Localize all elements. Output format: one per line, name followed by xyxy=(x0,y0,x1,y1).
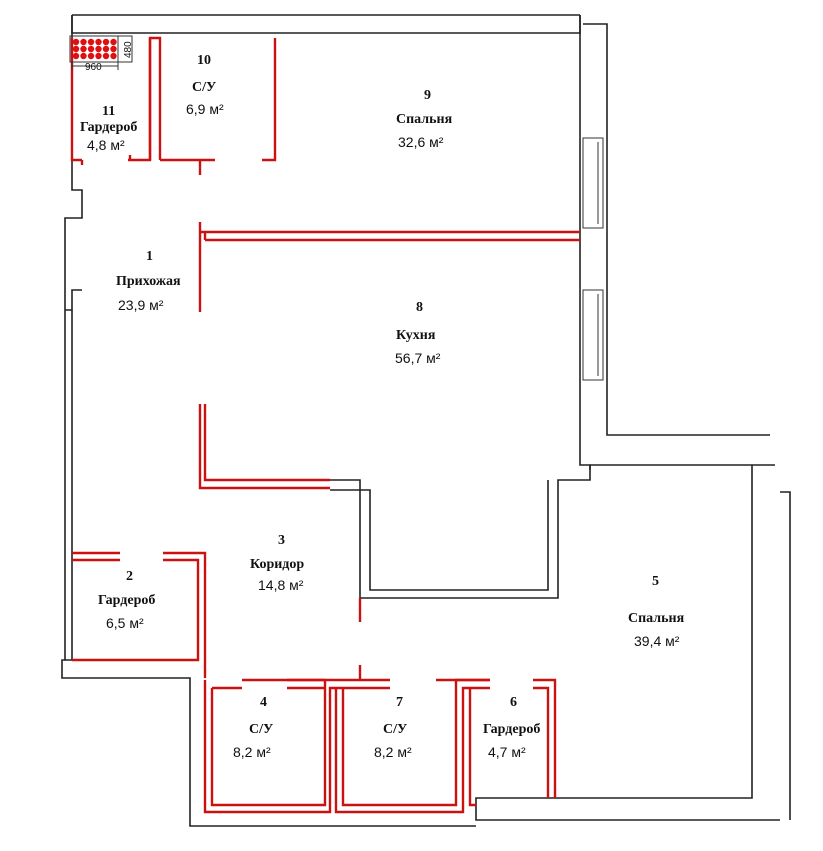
room-10-name: С/У xyxy=(192,80,216,95)
dimension-width-label: 960 xyxy=(85,62,102,73)
room-8-area: 56,7 м² xyxy=(395,350,441,366)
shaft-dot xyxy=(80,45,87,53)
shaft-dot xyxy=(102,45,110,53)
room-5-name: Спальня xyxy=(628,611,685,626)
room-5-area: 39,4 м² xyxy=(634,633,680,649)
shaft-dot xyxy=(80,38,87,46)
room-4-number: 4 xyxy=(260,695,267,710)
room-3-number: 3 xyxy=(278,533,285,548)
room-10-area: 6,9 м² xyxy=(186,101,224,117)
room-1-number: 1 xyxy=(146,249,153,264)
room-9-number: 9 xyxy=(424,88,431,103)
shaft-dot xyxy=(110,38,117,46)
room-6-number: 6 xyxy=(510,695,517,710)
shaft-dot xyxy=(102,38,110,46)
room-1-area: 23,9 м² xyxy=(118,297,164,313)
shaft-dot xyxy=(72,52,80,60)
shaft-dot xyxy=(110,52,117,60)
shaft-dot xyxy=(87,52,95,60)
shaft-dot xyxy=(72,38,80,46)
room-11-area: 4,8 м² xyxy=(87,137,125,153)
room-8-name: Кухня xyxy=(396,328,436,343)
dimension-height-label: 480 xyxy=(123,41,134,58)
room-4-name: С/У xyxy=(249,722,273,737)
room-9-name: Спальня xyxy=(396,112,453,127)
room-2-area: 6,5 м² xyxy=(106,615,144,631)
room-4-area: 8,2 м² xyxy=(233,744,271,760)
room-11-name: Гардероб xyxy=(80,120,137,135)
room-7-name: С/У xyxy=(383,722,407,737)
room-3-name: Коридор xyxy=(250,557,304,572)
shaft-dot xyxy=(95,52,102,60)
room-10-number: 10 xyxy=(197,53,211,68)
room-6-area: 4,7 м² xyxy=(488,744,526,760)
ventilation-shaft: 960 480 xyxy=(69,35,134,73)
shaft-dot xyxy=(80,52,87,60)
shaft-dot xyxy=(95,38,102,46)
room-labels: 11 Гардероб 4,8 м² 10 С/У 6,9 м² 9 Спаль… xyxy=(80,53,685,760)
shaft-dot xyxy=(95,45,102,53)
room-8-number: 8 xyxy=(416,300,423,315)
room-7-area: 8,2 м² xyxy=(374,744,412,760)
room-5-number: 5 xyxy=(652,574,659,589)
shaft-dot xyxy=(102,52,110,60)
partitions xyxy=(70,36,580,814)
shaft-dot xyxy=(72,45,80,53)
shaft-dot xyxy=(87,38,95,46)
room-9-area: 32,6 м² xyxy=(398,134,444,150)
room-2-number: 2 xyxy=(126,569,133,584)
shaft-dot xyxy=(110,45,117,53)
room-7-number: 7 xyxy=(396,695,403,710)
room-6-name: Гардероб xyxy=(483,722,540,737)
room-11-number: 11 xyxy=(102,104,115,119)
shaft-dot xyxy=(87,45,95,53)
room-1-name: Прихожая xyxy=(116,274,181,289)
room-2-name: Гардероб xyxy=(98,593,155,608)
room-3-area: 14,8 м² xyxy=(258,577,304,593)
